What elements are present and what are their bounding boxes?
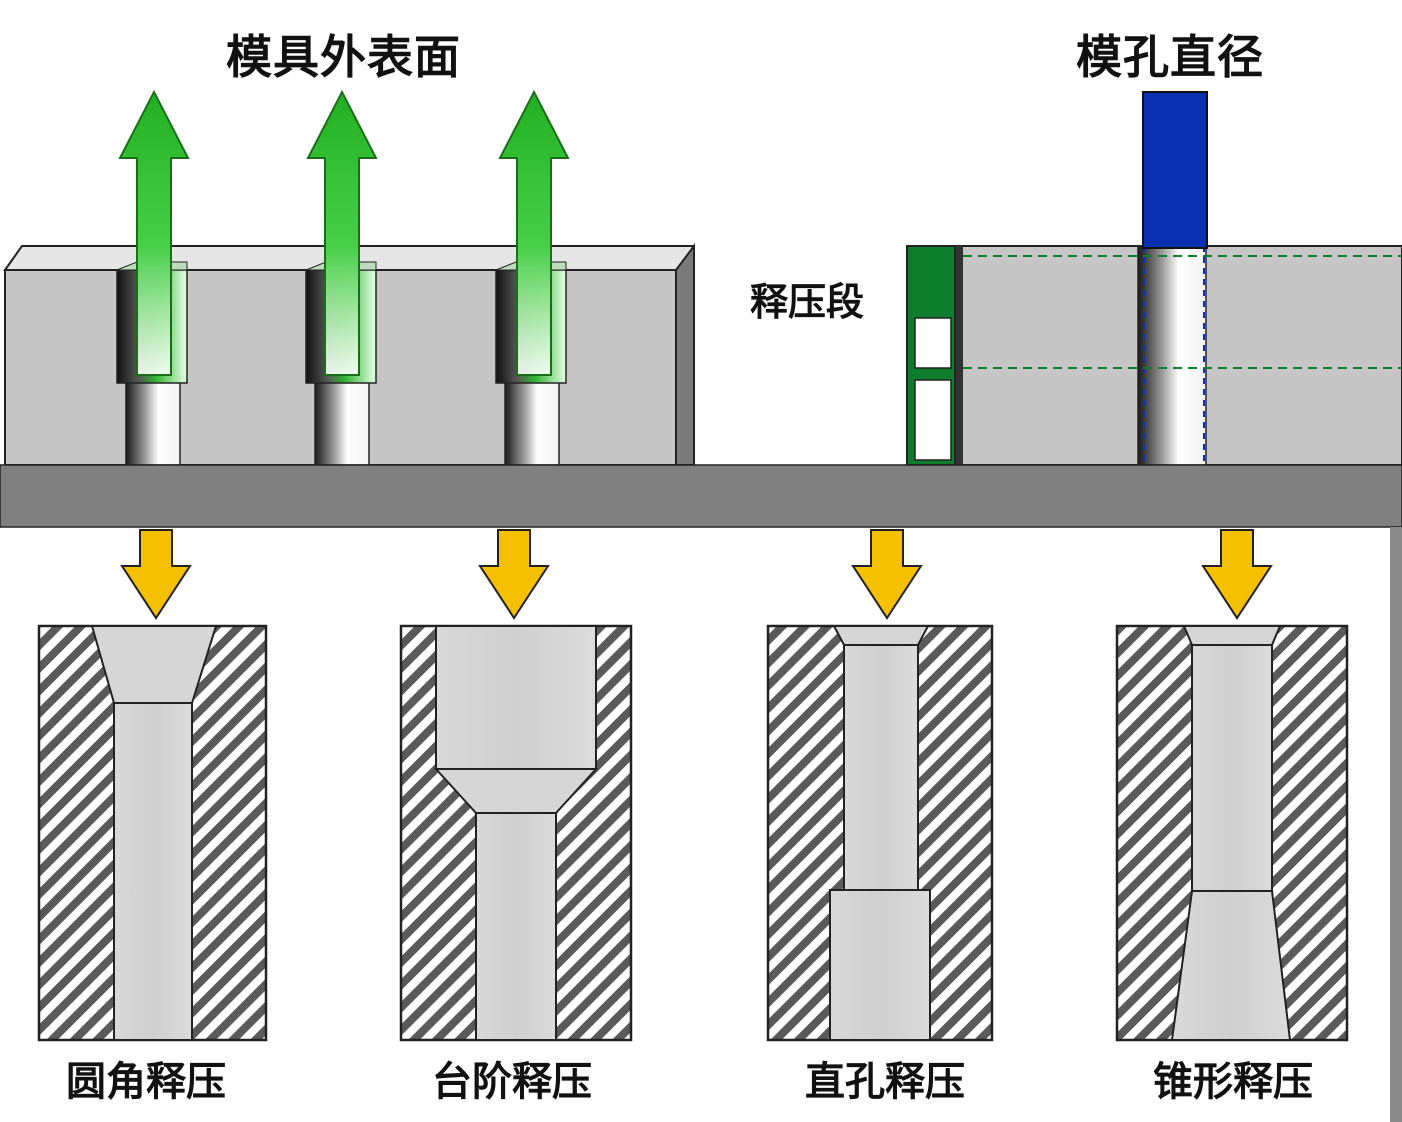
caption-step-relief: 台阶释压	[432, 1059, 592, 1105]
relief-section-label: 释压段	[750, 280, 865, 324]
caption-round-relief: 圆角释压	[66, 1059, 226, 1105]
flow-arrow-3	[498, 89, 570, 376]
down-arrow-1	[120, 529, 192, 620]
caption-taper-relief: 锥形释压	[1153, 1059, 1313, 1105]
relief-section-marker	[906, 245, 956, 466]
section-step-relief	[399, 624, 633, 1042]
down-arrow-2	[478, 529, 550, 620]
flow-arrow-1	[118, 89, 190, 376]
relief-guide-lines	[963, 255, 1402, 369]
down-arrow-3	[851, 529, 923, 620]
caption-straight-relief: 直孔释压	[805, 1059, 965, 1105]
base-plate	[0, 464, 1402, 1122]
section-straight-relief	[766, 624, 994, 1042]
down-arrow-4	[1201, 529, 1273, 620]
die-hole-diameter-label: 模孔直径	[1076, 30, 1264, 84]
flow-arrow-2	[306, 89, 378, 376]
die-hole-right	[1137, 245, 1207, 466]
section-round-relief	[37, 624, 268, 1042]
section-taper-relief	[1115, 624, 1349, 1042]
hole-diameter-bar	[1142, 91, 1208, 249]
die-outer-surface-label: 模具外表面	[226, 30, 461, 84]
